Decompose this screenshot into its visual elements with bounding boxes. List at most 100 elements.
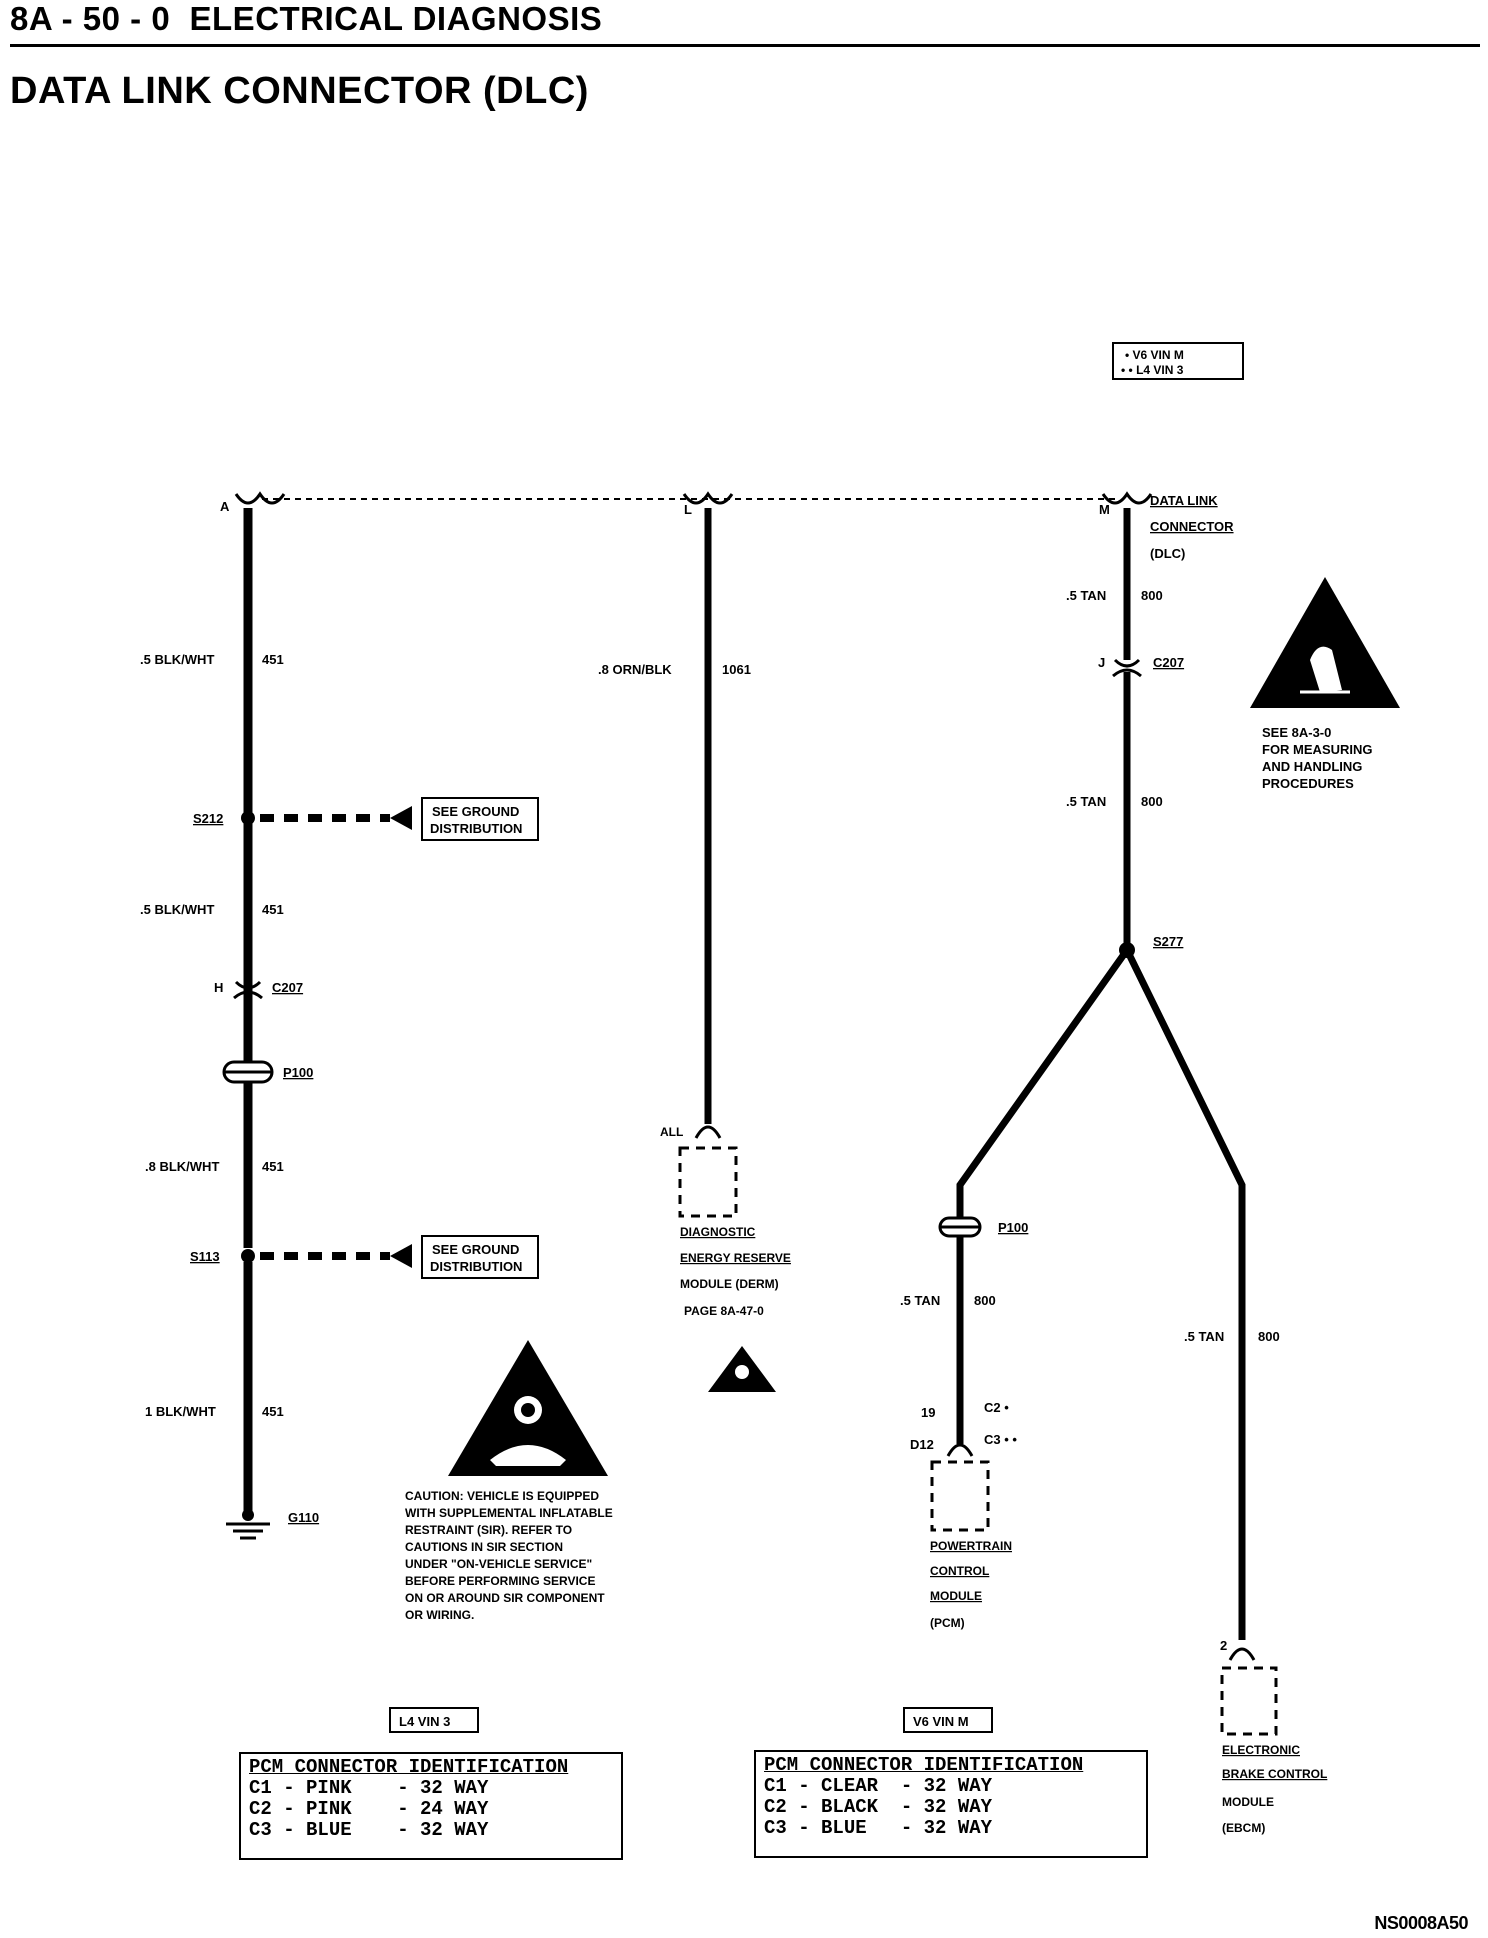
splice-s113 xyxy=(241,1249,255,1263)
pcm-line-4: (PCM) xyxy=(930,1616,965,1630)
caution-line-8: OR WIRING. xyxy=(405,1608,474,1622)
pcm-table-l4-row: C2 - PINK - 24 WAY xyxy=(249,1798,489,1820)
splice-s113-label: S113 xyxy=(190,1249,220,1264)
ebcm-branch-wire xyxy=(1123,948,1246,1640)
ebcm-line-2: BRAKE CONTROL xyxy=(1222,1767,1327,1781)
pcm-table-v6-row: C3 - BLUE - 32 WAY xyxy=(764,1817,993,1839)
ebcm-line-4: (EBCM) xyxy=(1222,1821,1265,1835)
derm-line-4: PAGE 8A-47-0 xyxy=(684,1304,764,1318)
l4-tag-box xyxy=(389,1707,479,1733)
pcm-branch-wire xyxy=(956,947,1130,1218)
pcm-table-v6-row: C2 - BLACK - 32 WAY xyxy=(764,1796,993,1818)
left-wire1-circuit: 451 xyxy=(262,652,284,667)
right-wire3-circuit: 800 xyxy=(974,1293,996,1308)
sir-caution-icon xyxy=(448,1340,608,1476)
v6-tag-box xyxy=(903,1707,993,1733)
pcm-module-box xyxy=(930,1460,990,1532)
pcm-terminal xyxy=(946,1443,974,1457)
right-wire2-circuit: 800 xyxy=(1141,794,1163,809)
caution-line-4: CAUTIONS IN SIR SECTION xyxy=(405,1540,563,1554)
pcm-table-v6-row: C1 - CLEAR - 32 WAY xyxy=(764,1775,993,1797)
left-wire3-circuit: 451 xyxy=(262,1159,284,1174)
section-header: 8A - 50 - 0 ELECTRICAL DIAGNOSIS xyxy=(10,0,602,38)
ebcm-module-box xyxy=(1220,1666,1278,1736)
vin-legend: • V6 VIN M • • L4 VIN 3 xyxy=(1112,342,1244,380)
see-ground-2-line2: DISTRIBUTION xyxy=(430,1259,522,1274)
caution-line-2: WITH SUPPLEMENTAL INFLATABLE xyxy=(405,1506,613,1520)
see-ground-2-line1: SEE GROUND xyxy=(432,1242,519,1257)
dlc-label-2: CONNECTOR xyxy=(1150,519,1234,534)
header-rule xyxy=(10,44,1480,47)
left-wire2-circuit: 451 xyxy=(262,902,284,917)
right-wire3-gauge: .5 TAN xyxy=(900,1293,940,1308)
dlc-pin-a: A xyxy=(220,499,230,514)
see-ground-box-2 xyxy=(421,1235,539,1279)
ground-dist-arrow-1 xyxy=(390,806,412,830)
legend-l4: • • L4 VIN 3 xyxy=(1121,363,1184,377)
dlc-terminal-m xyxy=(1101,491,1153,505)
splice-s212 xyxy=(241,811,255,825)
left-p100-label: P100 xyxy=(283,1065,313,1080)
pcm-table-l4-title: PCM CONNECTOR IDENTIFICATION xyxy=(249,1756,569,1778)
derm-line-2: ENERGY RESERVE xyxy=(680,1251,791,1265)
esd-line-2: FOR MEASURING xyxy=(1262,742,1373,757)
caution-line-3: RESTRAINT (SIR). REFER TO xyxy=(405,1523,572,1537)
see-ground-box-1 xyxy=(421,797,539,841)
right-wire4-circuit: 800 xyxy=(1258,1329,1280,1344)
pcm-line-1: POWERTRAIN xyxy=(930,1539,1012,1553)
caution-line-6: BEFORE PERFORMING SERVICE xyxy=(405,1574,595,1588)
section-title: ELECTRICAL DIAGNOSIS xyxy=(189,0,603,37)
right-wire1-circuit: 800 xyxy=(1141,588,1163,603)
mid-wire-gauge: .8 ORN/BLK xyxy=(598,662,672,677)
right-wire4-gauge: .5 TAN xyxy=(1184,1329,1224,1344)
right-c207-label: C207 xyxy=(1153,655,1184,670)
ebcm-terminal xyxy=(1228,1647,1256,1661)
dlc-terminal-a xyxy=(234,491,286,505)
left-wire4-circuit: 451 xyxy=(262,1404,284,1419)
ground-label: G110 xyxy=(288,1510,319,1525)
left-c207-pin: H xyxy=(214,980,223,995)
ebcm-line-3: MODULE xyxy=(1222,1795,1274,1809)
pcm-line-2: CONTROL xyxy=(930,1564,989,1578)
left-wire2-gauge: .5 BLK/WHT xyxy=(140,902,214,917)
splice-s277-label: S277 xyxy=(1153,934,1183,949)
left-wire4-gauge: 1 BLK/WHT xyxy=(145,1404,216,1419)
ground-symbol xyxy=(226,1509,270,1540)
dlc-label-1: DATA LINK xyxy=(1150,493,1218,508)
see-ground-1-line2: DISTRIBUTION xyxy=(430,821,522,836)
esd-line-4: PROCEDURES xyxy=(1262,776,1354,791)
dlc-pin-l: L xyxy=(684,502,692,517)
pcm-line-3: MODULE xyxy=(930,1589,982,1603)
pcm-conn-v6: C2 • xyxy=(984,1400,1009,1415)
dlc-label-3: (DLC) xyxy=(1150,546,1185,561)
esd-line-1: SEE 8A-3-0 xyxy=(1262,725,1331,740)
right-p100-label: P100 xyxy=(998,1220,1028,1235)
right-c207-bottom xyxy=(1112,668,1142,678)
ebcm-line-1: ELECTRONIC xyxy=(1222,1743,1300,1757)
pcm-conn-l4: C3 • • xyxy=(984,1432,1017,1447)
right-c207-pin: J xyxy=(1098,655,1105,670)
right-wire1-gauge: .5 TAN xyxy=(1066,588,1106,603)
splice-s212-label: S212 xyxy=(193,811,223,826)
left-wire1-gauge: .5 BLK/WHT xyxy=(140,652,214,667)
caution-line-1: CAUTION: VEHICLE IS EQUIPPED xyxy=(405,1489,599,1503)
caution-line-5: UNDER "ON-VEHICLE SERVICE" xyxy=(405,1557,592,1571)
pcm-table-l4: PCM CONNECTOR IDENTIFICATION C1 - PINK -… xyxy=(239,1752,623,1860)
ground-dist-arrow-2 xyxy=(390,1244,412,1268)
pcm-table-v6: PCM CONNECTOR IDENTIFICATION C1 - CLEAR … xyxy=(754,1750,1148,1858)
left-c207-bottom xyxy=(233,990,263,1000)
pcm-table-v6-title: PCM CONNECTOR IDENTIFICATION xyxy=(764,1754,1084,1776)
section-code: 8A - 50 - 0 xyxy=(10,0,171,37)
legend-v6: • V6 VIN M xyxy=(1125,348,1184,362)
esd-warning-icon xyxy=(1250,577,1400,708)
left-wire3-gauge: .8 BLK/WHT xyxy=(145,1159,219,1174)
page-title: DATA LINK CONNECTOR (DLC) xyxy=(10,70,589,112)
derm-terminal xyxy=(694,1125,722,1139)
esd-line-3: AND HANDLING xyxy=(1262,759,1362,774)
pcm-pin-l4: D12 xyxy=(910,1437,934,1452)
right-c207-top xyxy=(1113,658,1141,668)
derm-sir-icon xyxy=(708,1346,776,1392)
mid-wire-circuit: 1061 xyxy=(722,662,751,677)
pcm-pin-v6: 19 xyxy=(921,1405,935,1420)
